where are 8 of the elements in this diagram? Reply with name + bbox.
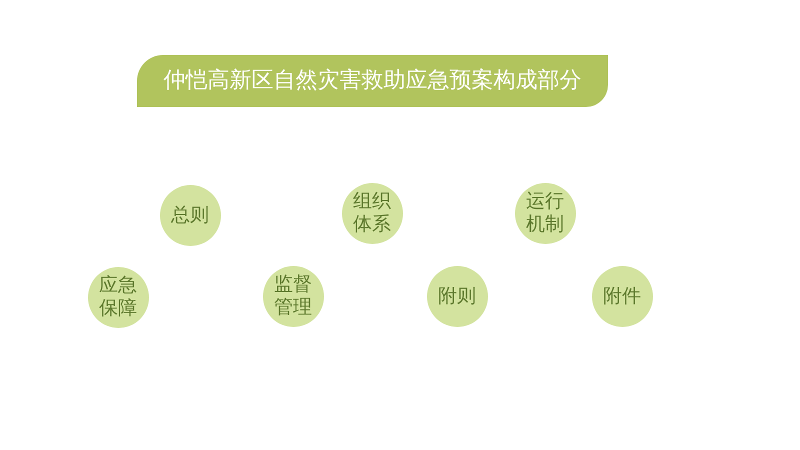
section-circle: 监督管理 xyxy=(262,266,324,326)
section-circle: 运行机制 xyxy=(514,182,576,244)
title-banner: 仲恺高新区自然灾害救助应急预案构成部分 xyxy=(137,55,608,107)
section-circle: 附件 xyxy=(592,266,652,326)
section-circle: 组织体系 xyxy=(342,182,402,244)
section-circle: 应急保障 xyxy=(88,266,148,328)
section-circle: 附则 xyxy=(426,266,488,326)
section-circle: 总则 xyxy=(160,184,220,246)
